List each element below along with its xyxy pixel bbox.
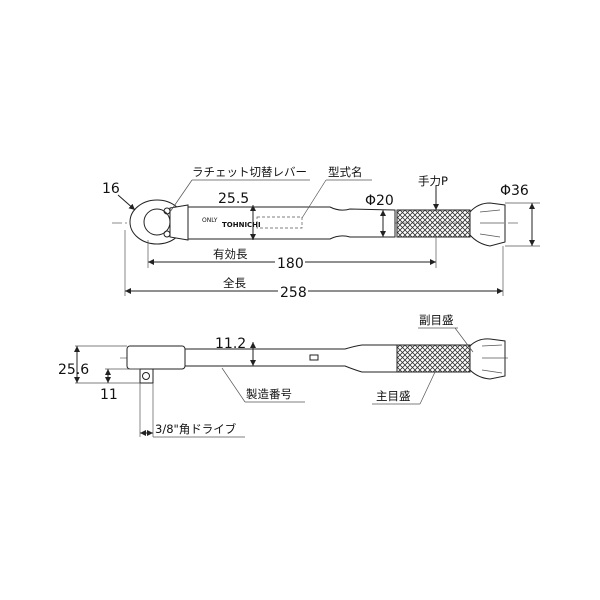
label-ratchet-lever: ラチェット切替レバー — [192, 165, 307, 179]
serial-plate — [309, 354, 319, 361]
handle-body — [187, 206, 396, 240]
label-square-drive: 3/8"角ドライブ — [155, 422, 237, 436]
knurled-grip — [396, 209, 471, 238]
dim-shaft-thickness: 11.2 — [215, 336, 246, 352]
dim-head-height: 25.6 — [58, 362, 89, 378]
dim-drive-height: 11 — [100, 387, 118, 403]
side-head — [126, 345, 186, 370]
side-knurled-grip — [396, 344, 471, 373]
dim-effective-length: 180 — [277, 256, 304, 272]
dim-grip-diameter: Φ20 — [365, 193, 394, 209]
square-drive — [139, 368, 154, 384]
top-view: ONLY TOHNICHI 16 25.5 Φ20 Φ36 手力P 180 有効… — [102, 165, 540, 301]
dim-total-length: 258 — [280, 285, 307, 301]
label-main-scale: 主目盛 — [376, 389, 411, 403]
label-total-length: 全長 — [223, 276, 246, 290]
model-name-plate — [256, 216, 303, 229]
label-hand-force: 手力P — [418, 174, 448, 188]
ratchet-lever — [169, 204, 189, 241]
label-effective-length: 有効長 — [213, 247, 248, 261]
marking-text: ONLY — [202, 217, 218, 224]
dim-cap-diameter: Φ36 — [500, 183, 529, 199]
side-view: 25.6 11 11.2 3/8"角ドライブ 製造番号 主目盛 副目盛 — [58, 313, 508, 438]
label-model-name: 型式名 — [328, 165, 363, 179]
grip-cap — [469, 202, 506, 247]
dim-width: 25.5 — [218, 191, 249, 207]
label-sub-scale: 副目盛 — [419, 313, 454, 327]
dim-head: 16 — [102, 181, 120, 197]
side-grip-cap — [469, 338, 506, 380]
label-serial-number: 製造番号 — [246, 387, 292, 401]
brand-logo: TOHNICHI — [222, 221, 261, 229]
